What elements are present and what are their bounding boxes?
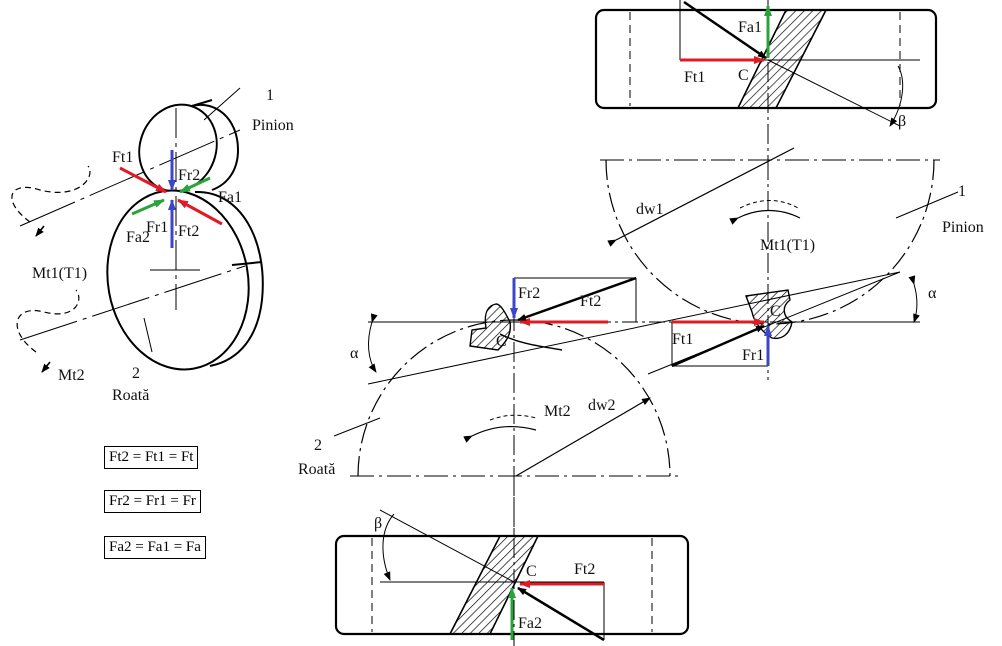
fa2-label-bottom: Fa2 (518, 615, 542, 632)
pinion-label-left: Pinion (252, 117, 294, 134)
pinion-rim (191, 103, 240, 191)
fr2-label-mid: Fr2 (518, 285, 540, 302)
c-label-mid-right: C (770, 303, 781, 320)
c-label-mid-left: C (496, 333, 507, 350)
fa1-label-top: Fa1 (738, 19, 762, 36)
resultant-mid-right (671, 324, 765, 368)
beta-label-bottom: β (374, 515, 382, 532)
moment-arrows-left (35, 225, 51, 373)
c-label-top: C (738, 67, 749, 84)
moment-arcs-left (11, 165, 91, 353)
isometric-gears (106, 99, 264, 371)
gear2-number-left: 2 (132, 365, 140, 382)
equation-axial: Fa2 = Fa1 = Fa (104, 536, 206, 559)
tooth-profile-wheel (469, 303, 512, 351)
resultant-mid-left (517, 276, 637, 322)
ft2-arrow-left (177, 198, 223, 226)
wheel-rim (194, 190, 264, 367)
dw1-label: dw1 (636, 201, 664, 218)
resultant-bottom (517, 586, 605, 642)
pinion-section-top (594, 0, 938, 160)
roata-label-mid: Roată (298, 461, 335, 478)
ft1-arrow-left (119, 166, 167, 194)
roata-label-left: Roată (112, 387, 149, 404)
mt1-label-left: Mt1(T1) (32, 265, 87, 282)
mt2-label-left: Mt2 (58, 367, 85, 384)
ft2-label-left: Ft2 (178, 223, 199, 240)
fa1-label-left: Fa1 (218, 189, 242, 206)
alpha-label-right: α (928, 285, 937, 302)
forces-mesh (510, 276, 772, 368)
gear2-number-mid: 2 (314, 437, 322, 454)
alpha-label-left: α (350, 345, 359, 362)
ft1-label-mid: Ft1 (672, 331, 693, 348)
shaft-axes (19, 87, 246, 353)
resultant-top (683, 0, 767, 60)
fr1-label-left: Fr1 (146, 219, 168, 236)
fr1-label-mid: Fr1 (742, 347, 764, 364)
fa2-arrow-left (131, 198, 165, 216)
fr2-label-left: Fr2 (178, 167, 200, 184)
wheel-section-bottom (334, 476, 690, 646)
mt1-label-mid: Mt1(T1) (760, 237, 815, 254)
equation-tangential: Ft2 = Ft1 = Ft (104, 446, 199, 469)
forces-bottom (508, 580, 605, 642)
gear1-number-left: 1 (266, 87, 274, 104)
ft1-label-left: Ft1 (112, 149, 133, 166)
mt2-label-mid: Mt2 (544, 403, 571, 420)
gear1-number-right: 1 (958, 183, 966, 200)
ft1-label-top: Ft1 (684, 69, 705, 86)
beta-label-top: β (898, 113, 906, 130)
pinion-label-right: Pinion (942, 219, 984, 236)
fa2-label-left: Fa2 (126, 229, 150, 246)
c-label-bottom: C (526, 563, 537, 580)
pinion-face (138, 103, 218, 193)
dw2-label: dw2 (588, 397, 616, 414)
tooth-section-bottom (448, 535, 540, 635)
ft2-label-mid: Ft2 (580, 293, 601, 310)
fa1-arrow-left (179, 176, 211, 194)
equation-radial: Fr2 = Fr1 = Fr (104, 490, 201, 513)
left-forces (119, 150, 223, 248)
ft2-label-bottom: Ft2 (574, 561, 595, 578)
tooth-section-top (736, 9, 828, 109)
mesh-view (333, 147, 959, 540)
forces-top (680, 0, 772, 64)
